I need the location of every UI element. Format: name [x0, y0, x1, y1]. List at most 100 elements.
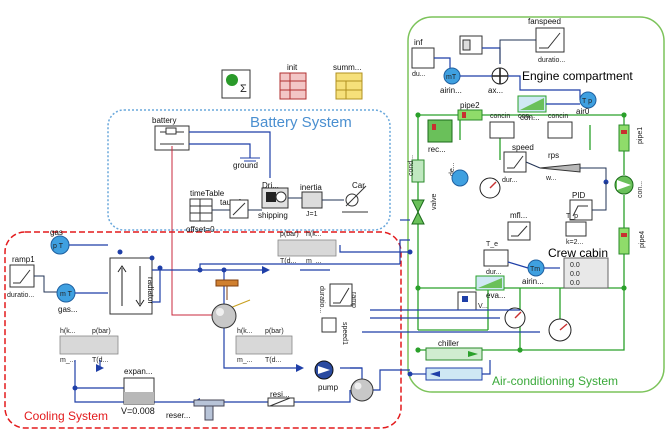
pipe2-label: pipe2: [460, 101, 480, 110]
radiator-block[interactable]: [109, 257, 153, 315]
chiller-block[interactable]: [425, 347, 483, 381]
pump-label: pump: [318, 383, 339, 392]
inf-label: inf: [414, 38, 423, 47]
expan-label: expan...: [124, 367, 152, 376]
pid-label: PID: [572, 191, 586, 200]
concin-block-2[interactable]: [547, 121, 573, 139]
green-junction: [415, 347, 421, 353]
crew-cabin-table: 0.0 0.0 0.0: [563, 257, 609, 289]
crew-table-row-2: 0.0: [570, 280, 580, 287]
resistance-block[interactable]: [267, 397, 295, 407]
flow-arrow-2: [262, 266, 270, 274]
cond-label: cond...: [408, 155, 415, 176]
ramp-vert-label: ramp: [350, 292, 357, 308]
con1-label: con...: [520, 113, 540, 122]
shipping-label: shipping: [258, 211, 288, 220]
duratio-vert: duratio...: [318, 286, 325, 313]
k2-label: k=2...: [566, 239, 583, 246]
pipe1-block[interactable]: [618, 124, 630, 152]
pt-sensor[interactable]: p T: [50, 235, 70, 255]
crew-table-row-0: 0.0: [570, 262, 580, 269]
m2-label: m_...: [237, 357, 253, 364]
fanspeed-block[interactable]: [535, 27, 565, 53]
hk-top-label: h(k...: [306, 231, 322, 238]
small-sum-block[interactable]: [457, 291, 477, 311]
air-mt-sensor[interactable]: mT: [443, 67, 461, 85]
pump-housing[interactable]: [350, 378, 374, 402]
crew-cabin-title: Crew cabin: [548, 246, 608, 260]
tauref-block[interactable]: [229, 199, 249, 219]
pipe4-label: pipe4: [639, 231, 646, 248]
junction-dot: [221, 267, 227, 273]
pipe4-block[interactable]: [618, 227, 630, 255]
reser-label: reser...: [166, 411, 190, 420]
inertia-block[interactable]: [301, 191, 323, 209]
ramp1-block[interactable]: [9, 264, 35, 288]
motor-drive-block[interactable]: [261, 187, 289, 209]
condenser-fan-block[interactable]: [517, 95, 547, 113]
de-sensor[interactable]: [451, 169, 469, 187]
junction-dot: [197, 267, 203, 273]
speed-ramp-block[interactable]: [329, 283, 353, 307]
rps-block[interactable]: [539, 163, 581, 173]
battery-label: battery: [152, 116, 176, 125]
inf-block[interactable]: [411, 47, 435, 69]
init-label: init: [287, 63, 298, 72]
inertia-label: inertia: [300, 183, 322, 192]
reservoir-tee[interactable]: [193, 399, 225, 421]
engine-heat-sphere[interactable]: [211, 303, 237, 329]
pump-block[interactable]: [314, 360, 334, 380]
mt-sensor[interactable]: m T: [56, 283, 76, 303]
init-block[interactable]: init: [279, 63, 307, 100]
speed1-block[interactable]: [321, 317, 337, 333]
conin2-label: concin: [548, 113, 568, 120]
rps-label: rps: [548, 151, 559, 160]
conin1-label: concin: [490, 113, 510, 120]
fan-block[interactable]: [491, 67, 509, 85]
evaporator-temp-block[interactable]: [483, 249, 509, 267]
ground-symbol: [240, 157, 260, 162]
hk1-label: h(k...: [60, 328, 76, 335]
pbar2-label: p(bar): [265, 328, 284, 335]
gauge-3[interactable]: [548, 318, 572, 342]
condenser-block[interactable]: [411, 159, 425, 183]
timetable-block[interactable]: [189, 198, 213, 222]
setpoint-block[interactable]: [565, 221, 587, 237]
green-junction: [621, 285, 627, 291]
thermostat-valve[interactable]: [215, 279, 239, 300]
radiator-label: radiator: [146, 277, 155, 304]
expansion-tank[interactable]: [123, 377, 155, 405]
compressor-block[interactable]: [614, 175, 634, 195]
summary-block[interactable]: summ...: [333, 63, 363, 100]
gauge-2[interactable]: [504, 307, 526, 329]
air0-label: air0: [576, 107, 590, 116]
air0-sensor-text: T p: [582, 98, 592, 105]
ramp1-label: ramp1: [12, 255, 35, 264]
driver-label: Dri...: [262, 181, 279, 190]
crew-table-row-1: 0.0: [570, 271, 580, 278]
receiver-block[interactable]: [427, 119, 453, 143]
air0-sensor[interactable]: T p: [579, 91, 597, 109]
junction-dot: [157, 265, 163, 271]
de-label: de...: [449, 162, 456, 176]
cabin-tm-sensor[interactable]: Tm: [527, 259, 545, 277]
sum-block[interactable]: Σ: [221, 69, 251, 99]
combi-table-block[interactable]: [459, 35, 483, 55]
rec-label: rec...: [428, 145, 446, 154]
car-block[interactable]: [342, 185, 368, 213]
concin-block-1[interactable]: [489, 121, 515, 139]
summary-label: summ...: [333, 63, 361, 72]
air-conditioning-group-border: [407, 16, 665, 393]
gauge-1[interactable]: [479, 177, 501, 199]
junction-dot: [407, 371, 413, 377]
chiller-label: chiller: [438, 339, 459, 348]
evaporator-block[interactable]: [475, 275, 505, 291]
mfl-block[interactable]: [507, 221, 531, 241]
junction-dot: [407, 249, 413, 255]
expansion-valve[interactable]: [411, 199, 425, 225]
car-label: Car: [352, 181, 365, 190]
speed-block[interactable]: [503, 151, 527, 173]
pipe2-block[interactable]: [457, 109, 483, 121]
